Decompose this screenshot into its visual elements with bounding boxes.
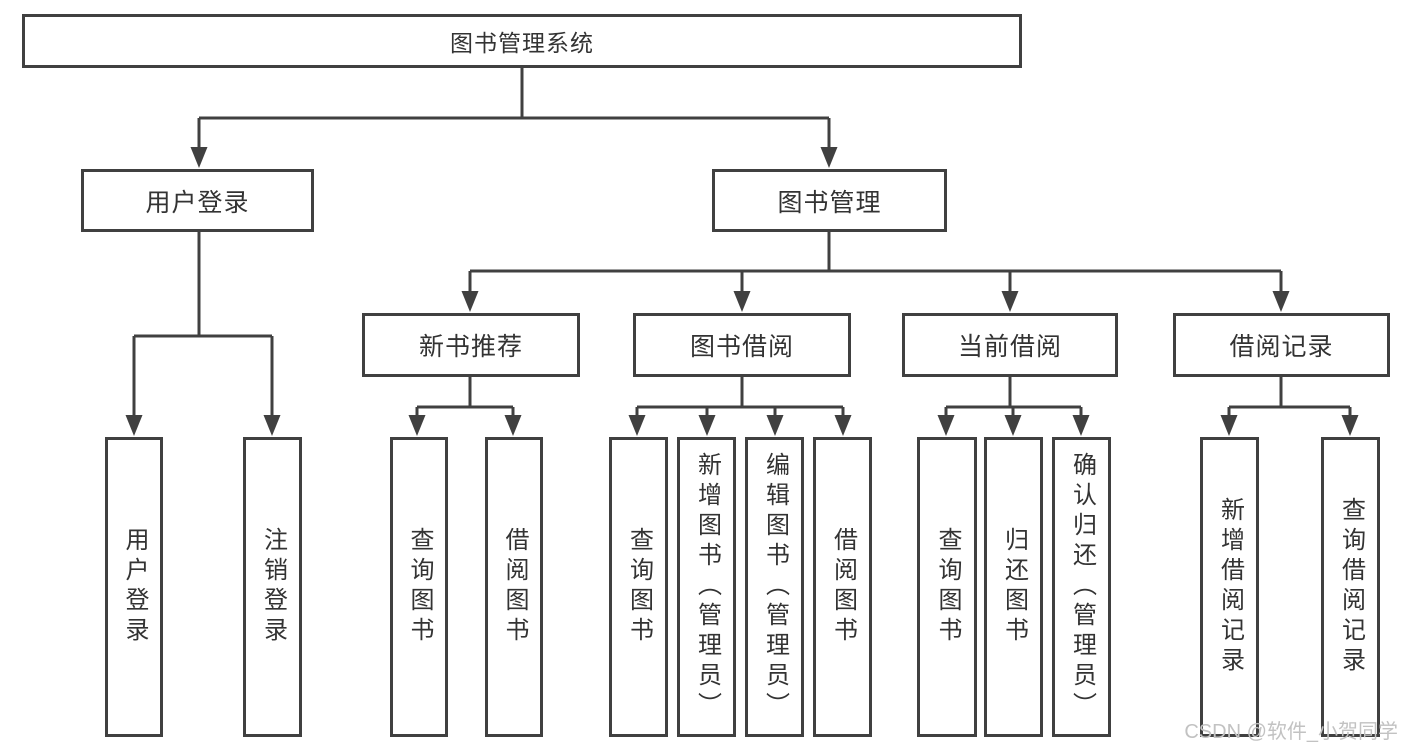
leaf-user-login: 用户登录 (105, 437, 163, 737)
node-library-management-system: 图书管理系统 (22, 14, 1022, 68)
csdn-watermark: CSDN @软件_小贺同学 (1184, 721, 1398, 743)
leaf-borrow-books-recommend: 借阅图书 (485, 437, 543, 737)
leaf-confirm-return-admin: 确认归还（管理员） (1052, 437, 1111, 737)
leaf-add-borrow-record: 新增借阅记录 (1200, 437, 1259, 737)
leaf-query-books-current: 查询图书 (917, 437, 977, 737)
node-new-book-recommendation: 新书推荐 (362, 313, 580, 377)
leaf-borrow-books: 借阅图书 (813, 437, 872, 737)
leaf-edit-book-admin: 编辑图书（管理员） (745, 437, 804, 737)
node-borrowing-records: 借阅记录 (1173, 313, 1390, 377)
arrowheads (125, 147, 1359, 436)
leaf-query-borrow-record: 查询借阅记录 (1321, 437, 1380, 737)
node-book-borrowing: 图书借阅 (633, 313, 851, 377)
node-user-login: 用户登录 (81, 169, 314, 232)
leaf-return-book: 归还图书 (984, 437, 1043, 737)
node-book-management: 图书管理 (712, 169, 947, 232)
leaf-logout: 注销登录 (243, 437, 302, 737)
node-current-borrowing: 当前借阅 (902, 313, 1118, 377)
leaf-query-books-recommend: 查询图书 (390, 437, 448, 737)
leaf-query-books-borrow: 查询图书 (609, 437, 668, 737)
leaf-add-book-admin: 新增图书（管理员） (677, 437, 736, 737)
